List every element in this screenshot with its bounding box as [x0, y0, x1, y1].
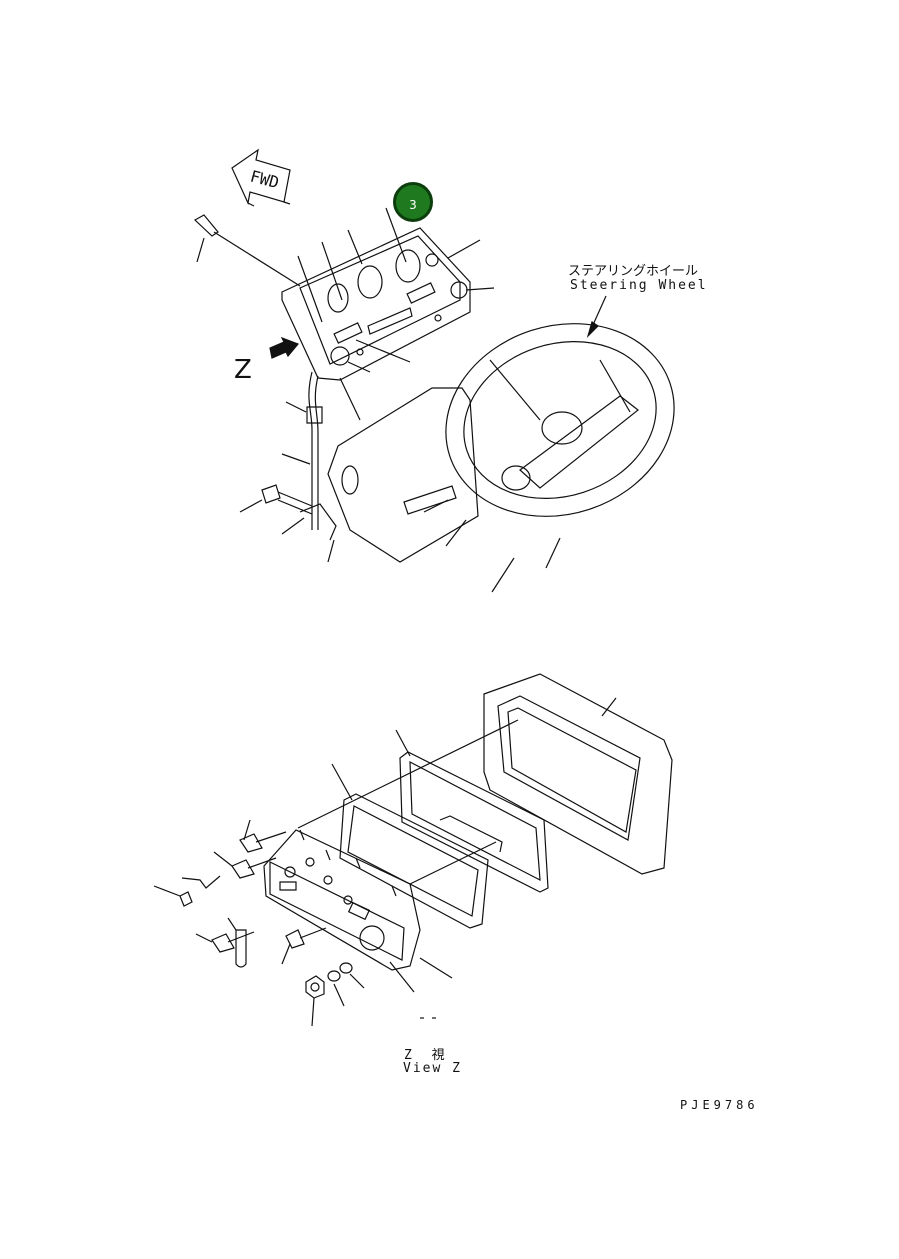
cable	[282, 372, 322, 530]
instrument-panel-upper	[282, 228, 470, 380]
cover-case	[484, 674, 672, 874]
assembly-lines	[298, 720, 518, 884]
gasket-frame	[396, 730, 548, 892]
z-direction-arrow-icon	[270, 338, 298, 358]
z-marker-label: Z	[234, 355, 252, 385]
callout-3[interactable]: 3	[393, 182, 433, 222]
view-label-jp: Z 視	[404, 1048, 451, 1063]
drawing-code: PJE9786	[680, 1098, 759, 1112]
bolt-top-left	[195, 215, 300, 286]
callout-3-label: 3	[409, 198, 417, 212]
bolt-mid-left	[240, 485, 336, 562]
leader-lines-upper	[298, 208, 494, 420]
glass-panel	[332, 764, 488, 928]
steering-pointer-arrow-icon	[588, 296, 606, 336]
fwd-arrow-icon	[232, 150, 290, 206]
dash-console	[328, 388, 478, 562]
view-label-en: View Z	[403, 1061, 462, 1076]
steering-wheel-label-jp: ステアリングホイール	[568, 264, 699, 279]
bulb	[228, 918, 246, 967]
steering-wheel-label-en: Steering Wheel	[570, 278, 708, 293]
screws	[196, 820, 326, 964]
clip	[154, 876, 220, 906]
steering-wheel	[421, 295, 700, 592]
gauge-body	[264, 830, 452, 978]
nut-washers	[306, 962, 436, 1026]
